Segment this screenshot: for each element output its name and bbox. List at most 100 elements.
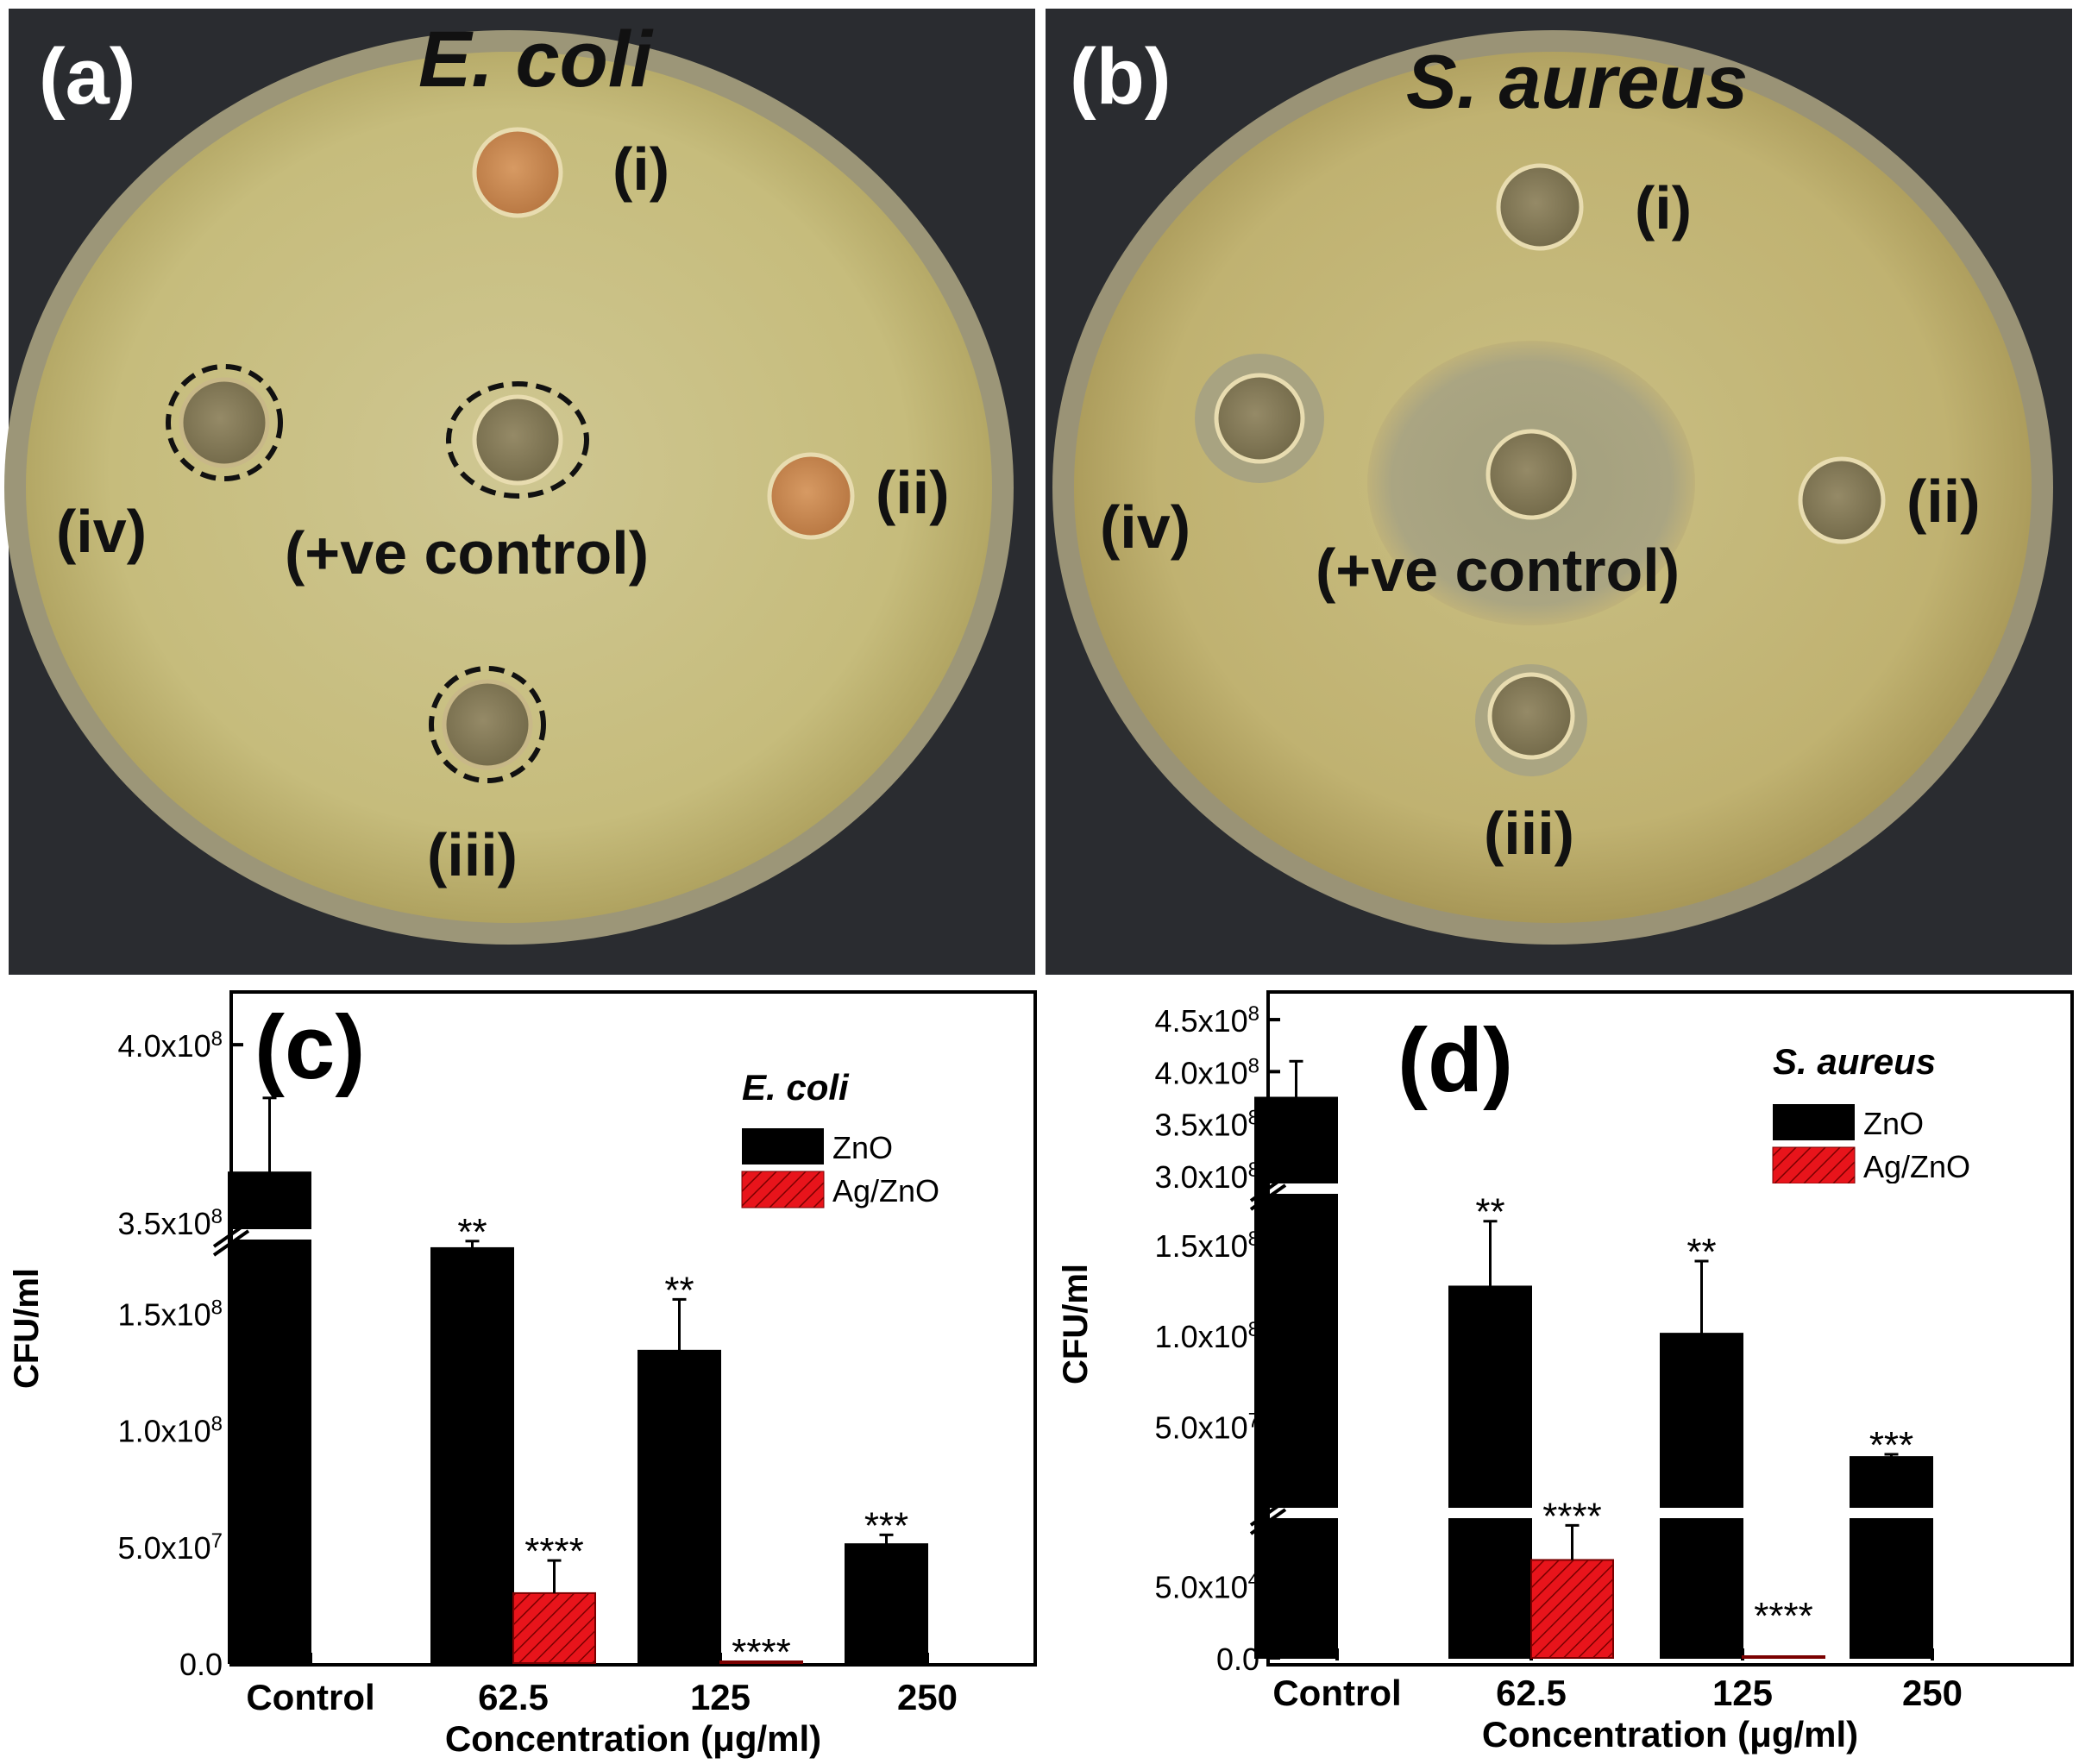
well-label-iv-b: (iv) bbox=[1100, 493, 1190, 561]
chart-c-axis-break-mark bbox=[212, 1229, 250, 1257]
inhibition-zone-outline-control-a bbox=[446, 381, 589, 499]
chart-d-panel-label: (d) bbox=[1398, 1010, 1513, 1111]
chart-d-y-tick-label: 1.0x108 bbox=[1155, 1318, 1259, 1355]
chart-c-bar-agzno bbox=[512, 1591, 596, 1665]
chart-d-axis-break-mark bbox=[1249, 1499, 1287, 1527]
chart-d-axis-break-mark bbox=[1249, 1508, 1287, 1535]
chart-c-legend-label-agzno: Ag/ZnO bbox=[832, 1173, 939, 1208]
chart-c-legend-swatch-zno bbox=[742, 1128, 824, 1164]
well-label-iii-b: (iii) bbox=[1484, 800, 1574, 867]
chart-c-bar-zno bbox=[430, 1246, 514, 1665]
organism-title-b: S. aureus bbox=[1406, 39, 1748, 124]
chart-d-legend-title: S. aureus bbox=[1773, 1041, 1936, 1082]
chart-d-legend-swatch-zno bbox=[1773, 1104, 1855, 1140]
chart-c-bar-zno bbox=[845, 1543, 928, 1664]
well-label-ii-a: (ii) bbox=[876, 459, 950, 526]
chart-c-panel-label: (c) bbox=[254, 997, 365, 1098]
chart-c-y-tick-label: 3.5x108 bbox=[118, 1204, 223, 1241]
chart-d-legend-label-zno: ZnO bbox=[1863, 1106, 1924, 1141]
chart-d-y-tick-label: 5.0x104 bbox=[1155, 1568, 1259, 1605]
chart-c-bar-agzno bbox=[719, 1660, 803, 1664]
chart-c-bar-zno bbox=[638, 1349, 721, 1665]
chart-d-axis-break-gap bbox=[1270, 1508, 2070, 1518]
chart-d-legend-label-agzno: Ag/ZnO bbox=[1863, 1149, 1970, 1184]
chart-c: (c) E. coli ZnO Ag/ZnO CFU/ml Concentrat… bbox=[8, 990, 1037, 1759]
chart-d-x-tick-label: Control bbox=[1272, 1673, 1401, 1713]
well-iv-b bbox=[1214, 373, 1305, 464]
chart-c-y-axis-title: CFU/ml bbox=[8, 1268, 46, 1389]
well-i-b bbox=[1496, 163, 1584, 251]
well-label-ii-b: (ii) bbox=[1906, 468, 1981, 535]
chart-c-legend-swatch-agzno bbox=[741, 1171, 825, 1208]
chart-c-significance-marker: **** bbox=[524, 1530, 584, 1573]
chart-d-y-tick-label: 5.0x107 bbox=[1155, 1409, 1259, 1446]
chart-d-y-tick-label: 3.5x108 bbox=[1155, 1106, 1259, 1143]
chart-d-significance-marker: *** bbox=[1869, 1424, 1913, 1466]
chart-d-axis-break-mark bbox=[1249, 1175, 1287, 1202]
panel-b-photo: (b) S. aureus (i) (ii) (iii) (iv) (+ve c… bbox=[1046, 9, 2072, 975]
chart-d-x-tick-label: 125 bbox=[1712, 1673, 1773, 1713]
well-ii-b bbox=[1798, 456, 1886, 544]
chart-c-x-tick-label: 250 bbox=[897, 1677, 958, 1717]
inhibition-zone-outline-iv-a bbox=[166, 364, 283, 481]
well-ii-a bbox=[767, 452, 855, 540]
chart-c-bar-zno bbox=[228, 1171, 311, 1665]
chart-d-bar-zno bbox=[1660, 1333, 1743, 1660]
chart-c-legend-title: E. coli bbox=[742, 1067, 850, 1108]
chart-d-bar-zno bbox=[1850, 1456, 1933, 1659]
chart-c-axis-break-mark bbox=[212, 1221, 250, 1248]
well-control-b bbox=[1485, 429, 1577, 520]
well-i-a bbox=[472, 127, 563, 218]
chart-d-legend-swatch-agzno bbox=[1772, 1146, 1856, 1184]
chart-d-bar-agzno bbox=[1530, 1559, 1614, 1659]
chart-c-x-tick-label: Control bbox=[246, 1677, 374, 1717]
chart-d-significance-marker: ** bbox=[1475, 1191, 1504, 1234]
well-label-control-a: (+ve control) bbox=[285, 519, 649, 587]
chart-c-significance-marker: ** bbox=[664, 1269, 694, 1311]
chart-d-x-axis-title: Concentration (μg/ml) bbox=[1482, 1714, 1858, 1755]
chart-c-x-tick-label: 62.5 bbox=[478, 1677, 549, 1717]
chart-d-y-tick-label: 4.0x108 bbox=[1155, 1054, 1259, 1091]
well-iii-b bbox=[1487, 672, 1575, 760]
chart-d-significance-marker: **** bbox=[1542, 1495, 1602, 1537]
well-label-i-b: (i) bbox=[1635, 174, 1692, 242]
chart-d-bar-agzno bbox=[1742, 1655, 1825, 1659]
chart-d-axis-break-gap bbox=[1270, 1183, 2070, 1194]
chart-c-x-tick-label: 125 bbox=[690, 1677, 751, 1717]
panel-a-photo: (a) E. coli (i) (ii) (iii) (iv) (+ve con… bbox=[4, 9, 1035, 975]
chart-d-significance-marker: **** bbox=[1754, 1595, 1813, 1637]
chart-d: (d) S. aureus ZnO Ag/ZnO CFU/ml Concentr… bbox=[1057, 990, 2074, 1755]
panel-label-a: (a) bbox=[39, 33, 135, 121]
well-label-control-b: (+ve control) bbox=[1316, 537, 1680, 604]
chart-c-y-tick-label: 1.5x108 bbox=[118, 1296, 223, 1333]
chart-c-y-tick-label: 1.0x108 bbox=[118, 1412, 223, 1449]
organism-title-a: E. coli bbox=[418, 16, 654, 104]
well-iv-a bbox=[179, 377, 270, 468]
chart-c-y-tick-label: 4.0x108 bbox=[118, 1027, 223, 1064]
chart-d-axis-break-mark bbox=[1249, 1183, 1287, 1211]
chart-d-bar-zno bbox=[1254, 1096, 1338, 1659]
chart-c-x-axis-title: Concentration (μg/ml) bbox=[445, 1718, 821, 1759]
chart-d-y-tick-label: 4.5x108 bbox=[1155, 1002, 1259, 1039]
chart-d-bar-zno bbox=[1448, 1285, 1532, 1659]
chart-d-y-tick-label: 3.0x108 bbox=[1155, 1158, 1259, 1195]
chart-d-significance-marker: ** bbox=[1686, 1231, 1716, 1273]
chart-c-axis-break-gap bbox=[233, 1229, 1033, 1240]
chart-c-y-tick-label: 5.0x107 bbox=[118, 1529, 223, 1566]
agar-plate-ecoli bbox=[26, 52, 992, 923]
chart-d-x-tick-label: 62.5 bbox=[1496, 1673, 1567, 1713]
chart-d-y-tick-label: 0.0 bbox=[1216, 1642, 1259, 1677]
chart-d-x-tick-label: 250 bbox=[1902, 1673, 1963, 1713]
panel-label-b: (b) bbox=[1070, 33, 1171, 121]
well-label-iv-a: (iv) bbox=[56, 498, 147, 565]
chart-c-legend-label-zno: ZnO bbox=[832, 1130, 893, 1165]
chart-c-significance-marker: **** bbox=[732, 1631, 791, 1673]
chart-c-y-tick-label: 0.0 bbox=[179, 1647, 223, 1682]
well-control-a bbox=[472, 394, 563, 486]
inhibition-zone-outline-iii-a bbox=[429, 666, 546, 783]
well-iii-a bbox=[442, 679, 533, 770]
chart-c-significance-marker: *** bbox=[864, 1504, 908, 1547]
chart-d-y-tick-label: 1.5x108 bbox=[1155, 1227, 1259, 1265]
